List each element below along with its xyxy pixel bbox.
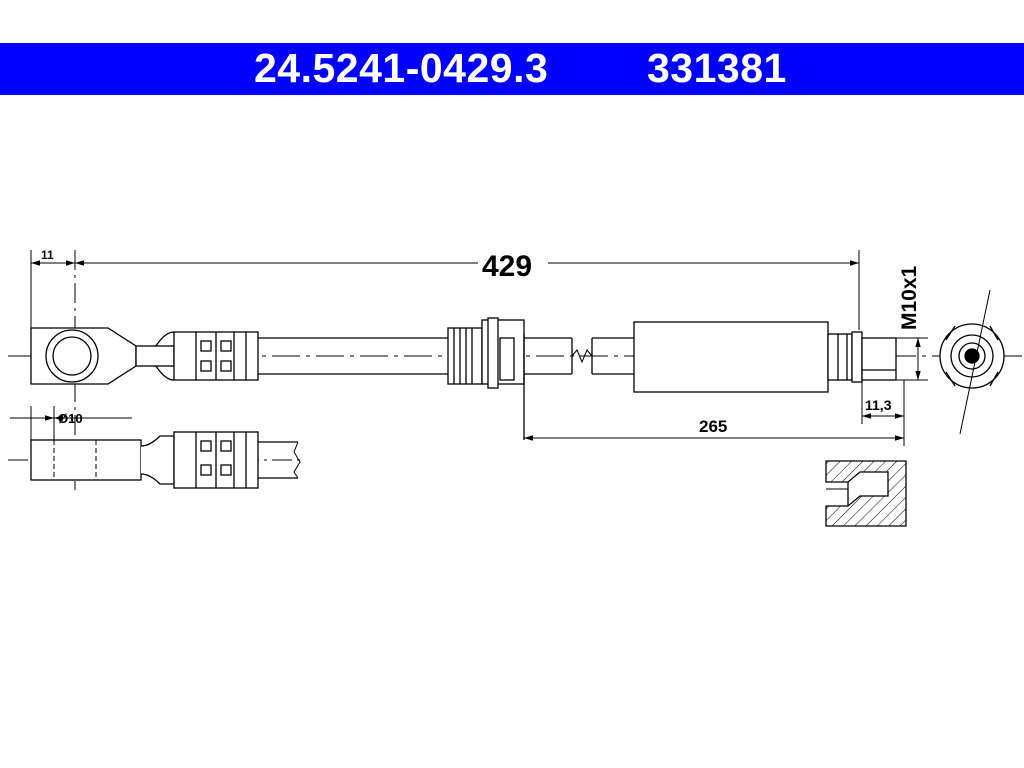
- title-bar: 24.5241-0429.3 331381: [0, 43, 1024, 95]
- threaded-fitting: [827, 331, 897, 383]
- crimp-sleeve-left: [173, 331, 259, 381]
- dim-265-label: 265: [699, 417, 727, 436]
- hose: [258, 337, 634, 375]
- part-number: 24.5241-0429.3: [254, 45, 549, 91]
- eye-side-view: [8, 406, 301, 489]
- protective-sleeve: [633, 321, 829, 393]
- dim-11-3-label: 11,3: [865, 397, 892, 413]
- fitting-end-view: [932, 289, 1022, 435]
- dimension-thread: [896, 337, 928, 381]
- dim-thread-label: M10x1: [898, 265, 921, 330]
- banjo-eye: [30, 327, 175, 385]
- seat-cross-section: [825, 460, 907, 527]
- dim-11-label: 11: [41, 248, 54, 262]
- dim-diameter-label: Ø10: [58, 411, 83, 426]
- support-bracket: [447, 317, 525, 440]
- dimension-thread-length: [861, 380, 905, 446]
- alt-number: 331381: [647, 45, 787, 91]
- dim-429-label: 429: [482, 250, 532, 283]
